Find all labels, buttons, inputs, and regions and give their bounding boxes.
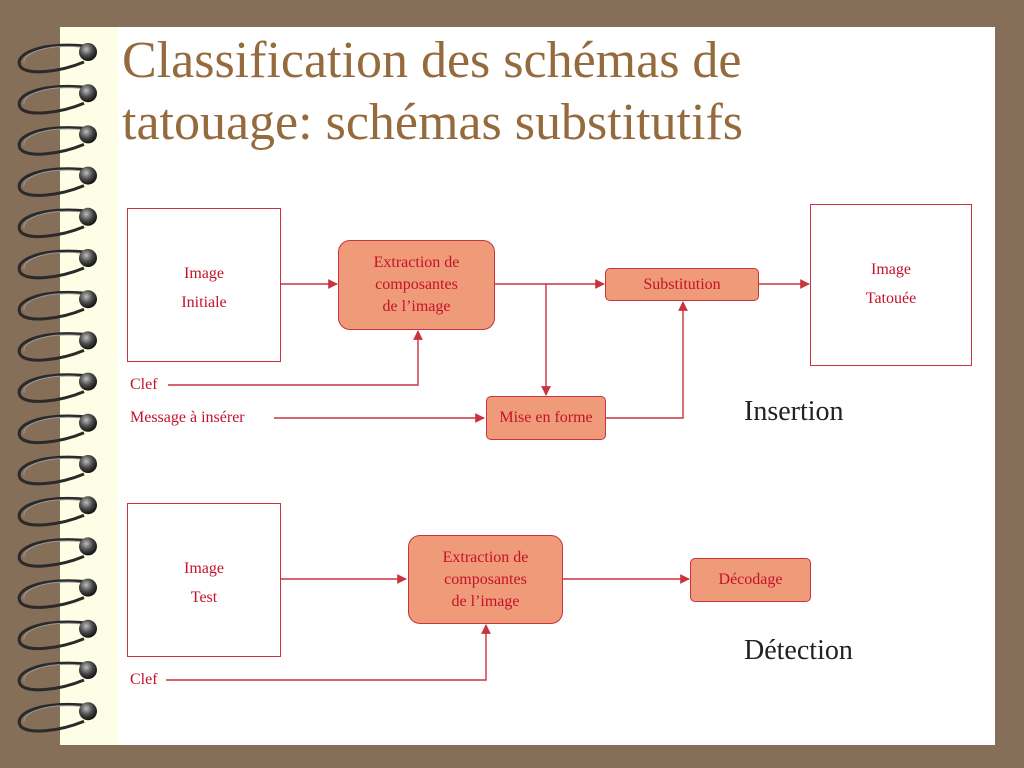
binding-ring-highlight [23,705,81,723]
mise-en-forme-label: Mise en forme [499,409,593,426]
clef-label-detection: Clef [130,671,158,688]
binding-ring-wire [17,84,87,115]
binding-hole [79,702,97,721]
decodage-box: Décodage [690,558,811,602]
detection-section-label: Détection [744,635,853,666]
binding-hole [79,331,97,350]
binding-ring-highlight [23,375,81,393]
insertion-section-label: Insertion [744,396,844,427]
extraction-detection-line-3: de l’image [451,592,520,610]
substitution-box: Substitution [605,268,759,301]
extraction-line-1: Extraction de [373,254,460,271]
binding-ring-wire [17,373,87,403]
binding-ring-highlight [23,499,81,517]
binding-ring-wire [17,43,87,74]
binding-ring-wire [17,208,87,239]
binding-ring-highlight [23,210,81,228]
decodage-label: Décodage [718,571,783,588]
extraction-box-insertion: Extraction de composantes de l’image [338,240,495,330]
binding-hole [79,496,97,515]
arrow-clef-to-extraction [168,330,423,386]
binding-hole [79,413,97,432]
mise-en-forme-box: Mise en forme [486,396,606,440]
binding-ring-highlight [23,251,81,270]
binding-hole [79,84,97,103]
binding-hole [79,290,97,309]
binding-ring-wire [17,702,87,733]
binding-ring-wire [17,455,87,486]
image-tatouee-line-2: Tatouée [865,290,917,307]
binding-ring-highlight [23,334,81,352]
binding-hole [79,249,97,267]
image-initiale-line-1: Image [184,265,224,282]
binding-ring-wire [17,661,87,692]
binding-ring-highlight [23,45,81,64]
binding-ring-wire [17,538,87,568]
binding-ring-wire [17,496,87,527]
substitution-label: Substitution [643,275,721,293]
binding-ring-highlight [23,622,81,640]
binding-ring-wire [17,126,87,156]
extraction-detection-line-2: composantes [444,570,527,588]
binding-ring-wire [17,332,87,362]
binding-ring-highlight [23,540,81,558]
extraction-line-2: composantes [375,276,458,293]
message-label: Message à insérer [130,409,245,426]
arrow-clef-to-extraction-detection [166,624,491,681]
image-test-box: Image Test [127,503,281,657]
binding-ring-highlight [23,416,81,434]
page-title: Classification des schémas de tatouage: … [122,30,1002,154]
binding-ring-wire [17,579,87,609]
binding-ring-wire [17,167,87,197]
binding-hole [79,372,97,391]
binding-hole [79,207,97,226]
arrow-mise-en-forme-to-substitution [606,301,688,419]
image-test-line-1: Image [184,560,224,577]
binding-hole [79,578,97,597]
binding-ring-highlight [23,128,81,146]
binding-hole [79,125,97,144]
binding-ring-highlight [23,581,81,599]
extraction-box-detection: Extraction de composantes de l’image [408,535,563,624]
extraction-line-3: de l’image [382,298,451,315]
extraction-detection-line-1: Extraction de [442,548,529,566]
image-test-line-2: Test [190,589,218,606]
image-initiale-box: Image Initiale [127,208,281,362]
binding-hole [79,537,97,556]
binding-ring-wire [17,290,87,321]
binding-ring-wire [17,414,87,445]
binding-hole [79,166,97,185]
binding-ring-highlight [23,663,81,682]
binding-ring-highlight [23,293,81,311]
image-tatouee-box: Image Tatouée [810,204,972,366]
binding-ring-highlight [23,457,81,476]
image-initiale-line-2: Initiale [181,294,227,311]
title-line-2: tatouage: schémas substitutifs [122,94,744,151]
binding-ring-wire [17,620,87,651]
binding-hole [79,43,97,61]
title-line-1: Classification des schémas de [122,32,742,89]
binding-hole [79,619,97,638]
image-tatouee-line-1: Image [871,261,911,278]
binding-hole [79,455,97,473]
binding-ring-highlight [23,169,81,187]
clef-label-insertion: Clef [130,376,158,393]
binding-hole [79,661,97,679]
binding-ring-highlight [23,87,81,105]
binding-ring-wire [17,249,87,280]
